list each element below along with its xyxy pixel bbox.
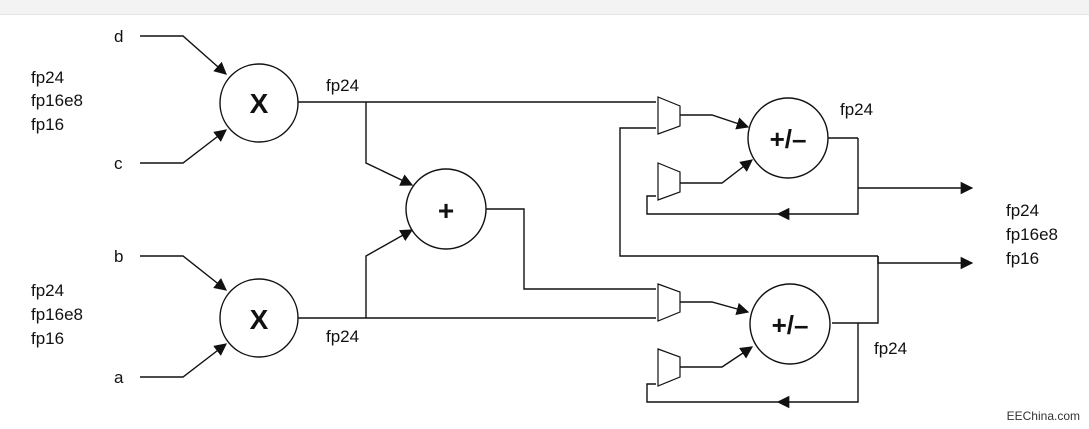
wire-addsub-top-feedback [776,138,859,221]
format-top-left-2: fp16 [31,115,64,134]
watermark: EEChina.com [1007,409,1080,423]
input-label-c: c [114,154,123,173]
wire-mux2-to-addsub-top [680,159,753,184]
mux-top-1 [657,96,681,135]
addsub-top-symbol: +/– [770,124,807,154]
wire-feedback-top-return [646,195,778,215]
format-right-0: fp24 [1006,201,1039,220]
multiplier-top [219,63,299,143]
wire-mux4-to-addsub-bottom [680,346,754,368]
multiplier-bottom [219,278,299,358]
format-right-2: fp16 [1006,249,1039,268]
mux-bottom-2 [657,348,681,387]
adder-node [405,168,487,250]
wire-c [140,129,227,164]
wire-d [140,35,227,75]
format-top-left-0: fp24 [31,68,64,87]
wire-b [140,255,227,291]
top-strip [0,0,1089,15]
wire-addsub-bottom-feedback [776,323,859,409]
wire-label-addsub-top: fp24 [840,100,873,119]
wire-addsub-bottom-out [832,256,879,324]
format-bottom-left-0: fp24 [31,281,64,300]
addsub-top [747,97,829,179]
adder-symbol: + [438,195,454,226]
format-top-left-1: fp16e8 [31,91,83,110]
wire-label-addsub-bottom: fp24 [874,339,907,358]
wire-addsub-bottom-result [877,256,974,270]
wire-adder-out [486,208,656,290]
wire-cross-feedback [619,127,878,257]
wire-feedback-bottom-return [646,383,778,403]
wire-mux3-to-addsub-bottom [680,301,750,316]
input-label-d: d [114,27,123,46]
wire-label-mult-top: fp24 [326,76,359,95]
wire-mult-bottom-to-adder [365,229,414,318]
format-bottom-left-2: fp16 [31,329,64,348]
multiplier-bottom-symbol: X [250,304,269,335]
wire-a [140,343,227,378]
input-label-b: b [114,247,123,266]
mux-top-2 [657,162,681,201]
format-bottom-left-1: fp16e8 [31,305,83,324]
multiplier-top-symbol: X [250,88,269,119]
addsub-bottom [749,283,831,365]
addsub-bottom-symbol: +/– [772,310,809,340]
input-label-a: a [114,368,124,387]
format-right-1: fp16e8 [1006,225,1058,244]
wire-label-mult-bottom: fp24 [326,327,359,346]
mux-bottom-1 [657,283,681,322]
wire-mult-top-to-adder [365,102,414,186]
wire-mux1-to-addsub-top [680,114,750,130]
